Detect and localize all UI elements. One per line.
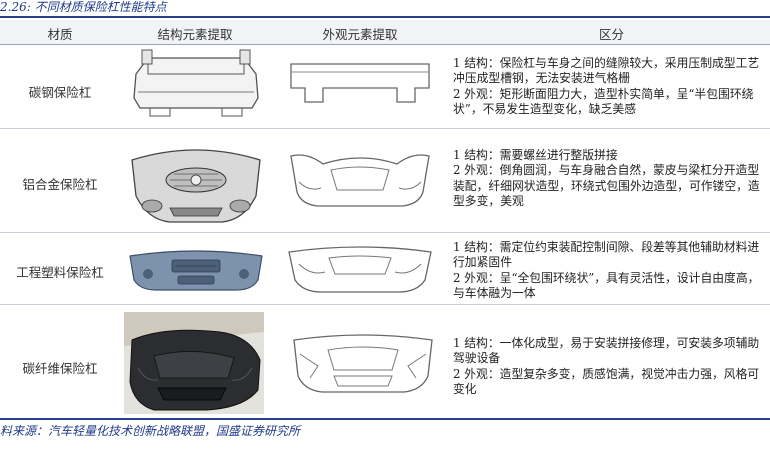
aluminum-alloy-structure-text: 1 结构：需要螺丝进行整版拼接: [453, 148, 618, 162]
table-header: 材质 结构元素提取 外观元素提取 区分: [0, 20, 770, 45]
source-note: 料来源：汽车轻量化技术创新战略联盟，国盛证券研究所: [0, 424, 301, 438]
engineering-plastic-appearance-image: [285, 242, 435, 296]
material-aluminum-alloy: 铝合金保险杠: [22, 177, 98, 192]
engineering-plastic-description: 1 结构：需定位约束装配控制间隙、段差等其他辅助材料进行加紧固件 2 外观：呈“…: [453, 240, 770, 302]
carbon-fiber-appearance-image: [288, 330, 438, 396]
aluminum-alloy-description: 1 结构：需要螺丝进行整版拼接 2 外观：倒角圆润，与车身融合自然，蒙皮与梁杠分…: [453, 148, 770, 210]
table-caption: 2.26: 不同材质保险杠性能特点: [0, 0, 167, 14]
engineering-plastic-structure-text: 1 结构：需定位约束装配控制间隙、段差等其他辅助材料进行加紧固件: [453, 240, 760, 270]
aluminum-alloy-appearance-image: [285, 148, 435, 214]
row-separator: [0, 232, 770, 233]
carbon-fiber-structure-image: [124, 312, 264, 414]
carbon-steel-description: 1 结构：保险杠与车身之间的缝隙较大，采用压制成型工艺冲压成型槽钢，无法安装进气…: [453, 56, 770, 118]
aluminum-alloy-structure-image: [126, 136, 266, 228]
carbon-steel-structure-text: 1 结构：保险杠与车身之间的缝隙较大，采用压制成型工艺冲压成型槽钢，无法安装进气…: [453, 56, 760, 86]
top-rule: [0, 16, 770, 18]
carbon-fiber-description: 1 结构：一体化成型，易于安装拼接修理，可安装多项辅助驾驶设备 2 外观：造型复…: [453, 336, 770, 398]
carbon-steel-appearance-image: [285, 54, 435, 112]
carbon-fiber-appearance-text: 2 外观：造型复杂多变，质感饱满，视觉冲击力强，风格可变化: [453, 366, 760, 397]
header-appearance: 外观元素提取: [322, 27, 398, 42]
header-material: 材质: [47, 27, 73, 42]
bottom-rule: [0, 418, 770, 420]
engineering-plastic-appearance-text: 2 外观：呈“全包围环绕状”，具有灵活性，设计自由度高，与车体融为一体: [453, 270, 760, 301]
header-structure: 结构元素提取: [157, 27, 233, 42]
carbon-steel-appearance-text: 2 外观：矩形断面阻力大，造型朴实简单，呈“半包围环绕状”，不易发生造型变化，缺…: [453, 86, 754, 117]
engineering-plastic-structure-image: [126, 244, 266, 294]
carbon-steel-structure-image: [126, 48, 266, 120]
aluminum-alloy-appearance-text: 2 外观：倒角圆润，与车身融合自然，蒙皮与梁杠分开造型装配，纤细网状造型，环绕式…: [453, 163, 760, 209]
material-engineering-plastic: 工程塑料保险杠: [16, 265, 104, 280]
carbon-fiber-structure-text: 1 结构：一体化成型，易于安装拼接修理，可安装多项辅助驾驶设备: [453, 336, 760, 366]
material-carbon-steel: 碳钢保险杠: [28, 85, 92, 100]
row-separator: [0, 304, 770, 305]
material-carbon-fiber: 碳纤维保险杠: [22, 361, 98, 376]
row-separator: [0, 128, 770, 129]
header-difference: 区分: [598, 27, 624, 42]
